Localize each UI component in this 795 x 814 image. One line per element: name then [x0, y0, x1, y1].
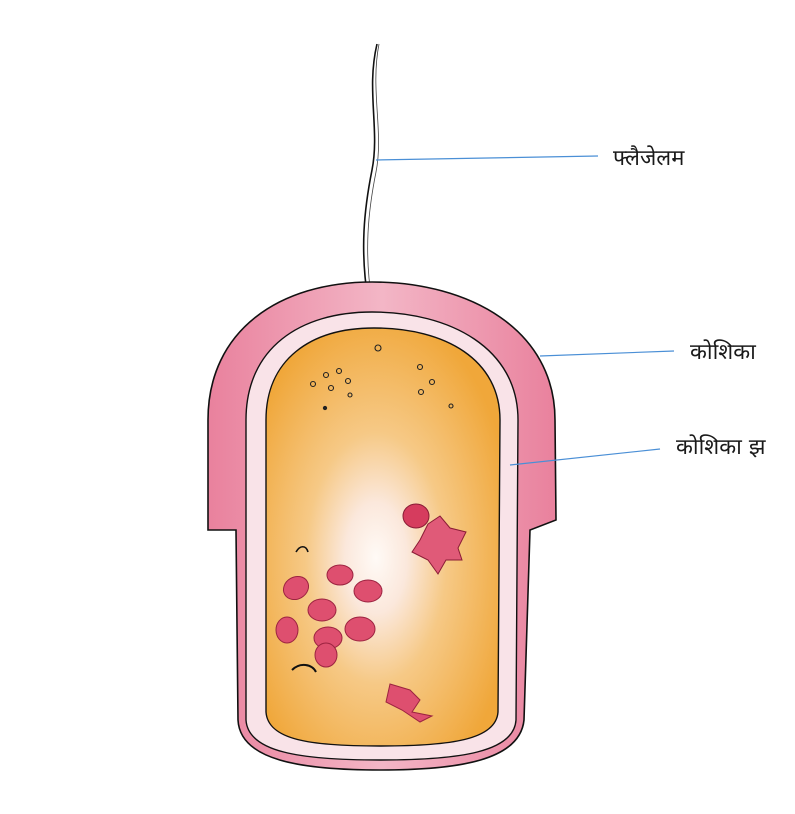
leader-line-cell-wall: [540, 351, 674, 356]
label-cell-wall: कोशिका: [690, 342, 756, 364]
flagellum: [364, 44, 379, 318]
label-cell-membrane: कोशिका झ: [676, 437, 765, 459]
leader-line-flagellum: [376, 156, 598, 160]
cytoplasm: [266, 328, 500, 746]
label-flagellum: फ्लैजेलम: [613, 148, 684, 170]
